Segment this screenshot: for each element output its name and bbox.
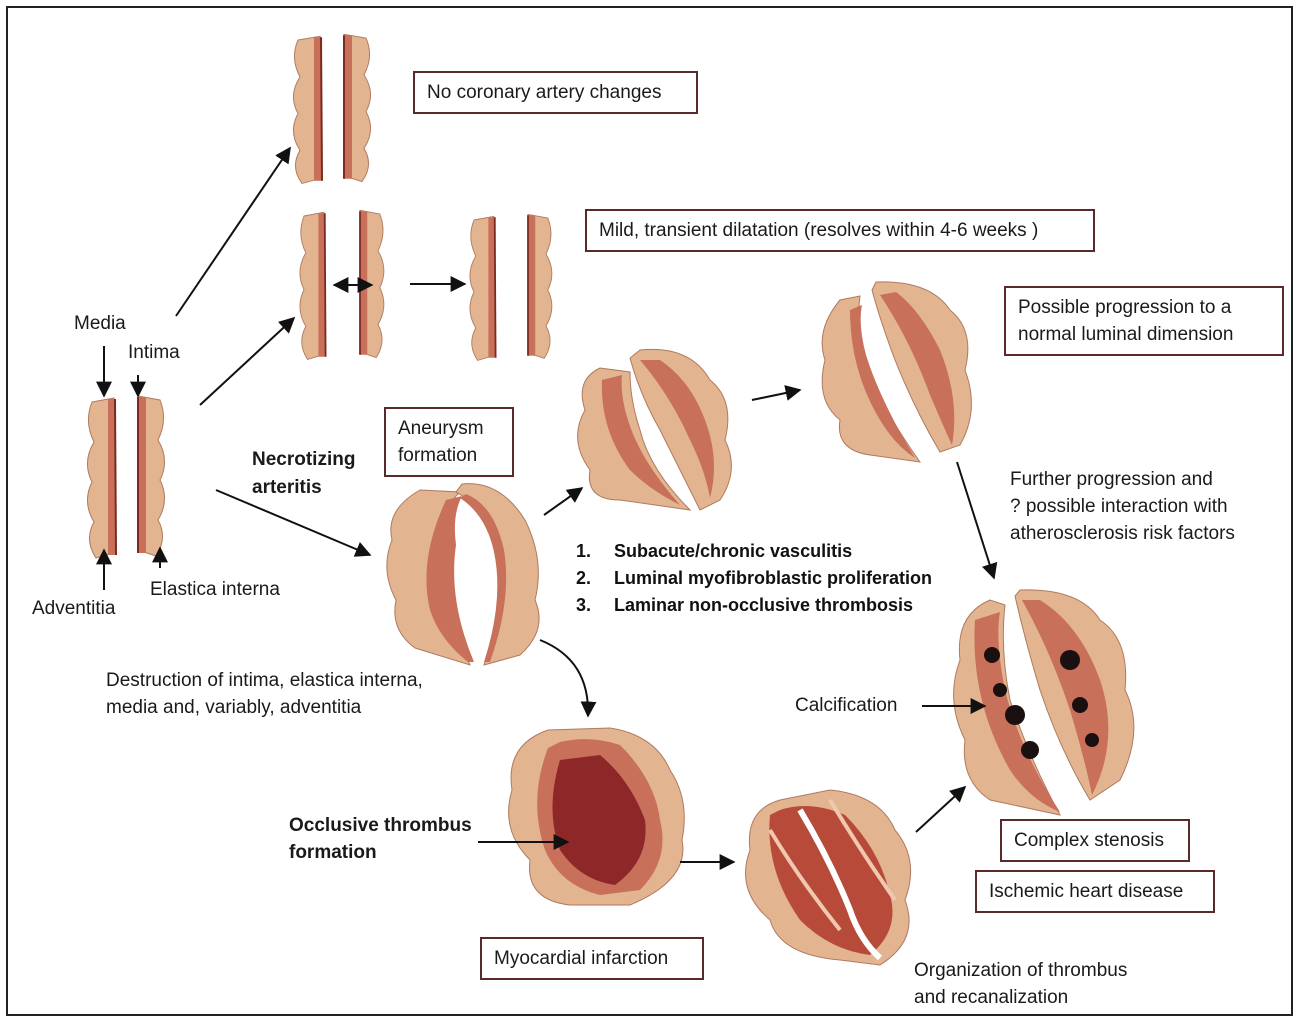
step-item: 1.Subacute/chronic vasculitis xyxy=(576,538,932,565)
resolved-artery xyxy=(470,214,552,360)
label-media: Media xyxy=(74,310,126,337)
box-no-changes: No coronary artery changes xyxy=(413,71,698,114)
label-occlusive-thrombus: Occlusive thrombus formation xyxy=(289,812,472,866)
box-aneurysm: Aneurysm formation xyxy=(384,407,514,477)
label-intima: Intima xyxy=(128,339,180,366)
subacute-artery xyxy=(578,349,732,510)
label-destruction: Destruction of intima, elastica interna,… xyxy=(106,667,423,721)
label-organization: Organization of thrombus and recanalizat… xyxy=(914,957,1127,1011)
pathology-steps: 1.Subacute/chronic vasculitis 2.Luminal … xyxy=(576,538,932,619)
box-myocardial-infarction: Myocardial infarction xyxy=(480,937,704,980)
label-further-progression: Further progression and ? possible inter… xyxy=(1010,466,1235,547)
step-item: 3.Laminar non-occlusive thrombosis xyxy=(576,592,932,619)
box-possible-progression: Possible progression to a normal luminal… xyxy=(1004,286,1284,356)
label-necrotizing-arteritis: Necrotizing arteritis xyxy=(252,446,355,502)
recanalized-artery xyxy=(746,790,911,965)
progressed-artery xyxy=(822,282,971,462)
label-adventitia: Adventitia xyxy=(32,595,115,622)
step-item: 2.Luminal myofibroblastic proliferation xyxy=(576,565,932,592)
box-ischemic-heart-disease: Ischemic heart disease xyxy=(975,870,1215,913)
box-mild-dilatation: Mild, transient dilatation (resolves wit… xyxy=(585,209,1095,252)
occlusive-artery xyxy=(509,728,685,905)
box-complex-stenosis: Complex stenosis xyxy=(1000,819,1190,862)
normal-artery xyxy=(87,396,164,558)
label-elastica-interna: Elastica interna xyxy=(150,576,280,603)
stenotic-artery xyxy=(954,590,1134,815)
no-change-artery xyxy=(293,34,370,183)
label-calcification: Calcification xyxy=(795,692,897,719)
aneurysm-artery xyxy=(387,484,539,665)
